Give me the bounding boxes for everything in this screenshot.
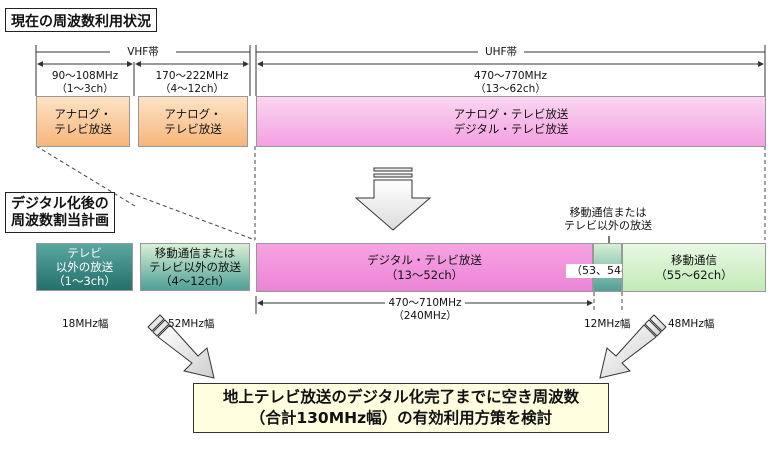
- block-digital-tv: デジタル・テレビ放送（13～52ch）: [256, 243, 593, 292]
- right-slanted-arrow: [599, 314, 667, 379]
- range-uhf: 470～770MHz（13～62ch）: [473, 70, 548, 95]
- width-12mhz: 12MHz幅: [584, 318, 631, 330]
- block-mobile-comm: 移動通信（55～62ch）: [622, 243, 766, 292]
- vhf-bracket: [35, 45, 251, 96]
- width-18mhz: 18MHz幅: [62, 318, 109, 330]
- vhf-label: VHF帯: [127, 46, 159, 58]
- dashed-connectors: [35, 145, 766, 312]
- width-48mhz: 48MHz幅: [668, 318, 715, 330]
- mobile-note: 移動通信またはテレビ以外の放送: [564, 206, 652, 232]
- block-uhf-current: アナログ・テレビ放送デジタル・テレビ放送: [256, 96, 766, 147]
- uhf-bracket: [255, 45, 766, 96]
- block-mobile-or-broadcast: 移動通信またはテレビ以外の放送（4～12ch）: [140, 243, 250, 291]
- uhf-label: UHF帯: [484, 46, 518, 58]
- plan-title: デジタル化後の周波数割当計画: [5, 192, 115, 233]
- down-arrow: [354, 167, 432, 231]
- range-470-710: 470～710MHz （240MHz）: [256, 297, 594, 323]
- width-52mhz: 52MHz幅: [168, 318, 215, 330]
- block-analog-vhf-high: アナログ・テレビ放送: [138, 96, 248, 147]
- range-vhf-low: 90～108MHz（1～3ch）: [51, 70, 119, 95]
- result-box: 地上テレビ放送のデジタル化完了までに空き周波数 （合計130MHz幅）の有効利用…: [193, 383, 609, 433]
- block-analog-vhf-low: アナログ・テレビ放送: [36, 96, 130, 147]
- block-non-tv-broadcast: テレビ以外の放送（1～3ch）: [36, 243, 133, 291]
- current-title: 現在の周波数利用状況: [5, 8, 157, 32]
- left-slanted-arrow: [147, 314, 215, 379]
- range-vhf-high: 170～222MHz（4～12ch）: [155, 70, 229, 95]
